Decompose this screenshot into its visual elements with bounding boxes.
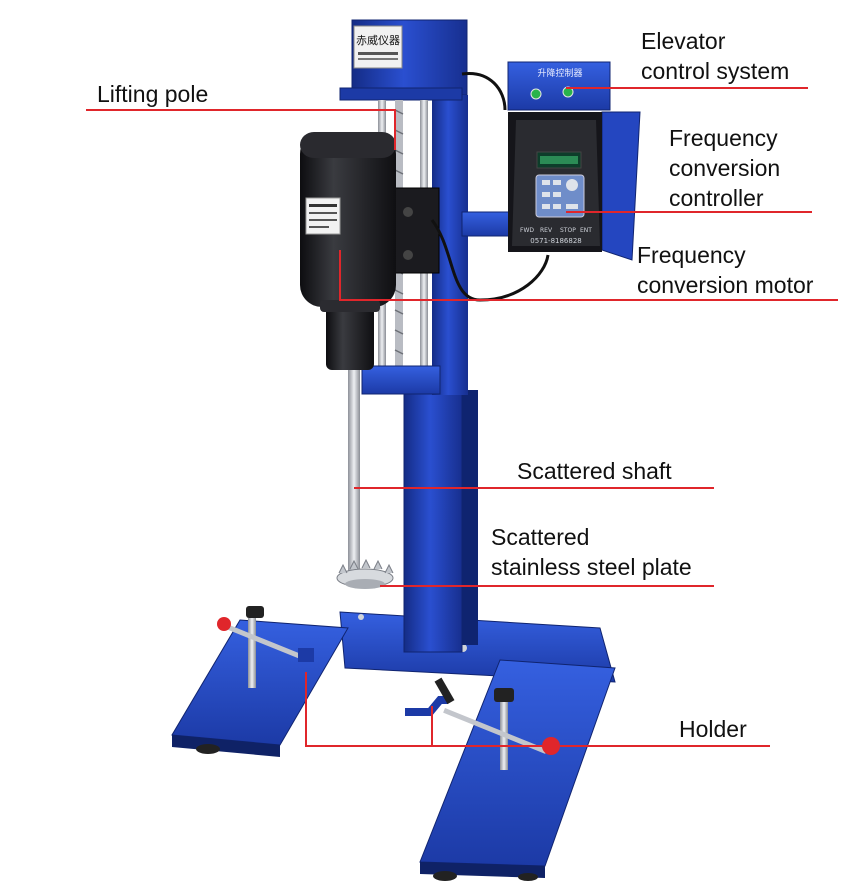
vfd-key-3: STOP xyxy=(560,227,576,234)
label-plate-line2: stainless steel plate xyxy=(491,554,692,580)
label-holder: Holder xyxy=(679,716,747,742)
label-freq-ctrl-line3: controller xyxy=(669,185,764,211)
leader-lines xyxy=(86,87,838,747)
label-freq-ctrl-line1: Frequency xyxy=(669,125,778,151)
panel-title: 升降控制器 xyxy=(537,67,582,79)
leader-holder xyxy=(305,672,770,747)
label-lifting-pole: Lifting pole xyxy=(97,81,209,107)
label-elevator-line2: control system xyxy=(641,58,790,84)
clamp-knob-left xyxy=(246,606,264,618)
vfd-key-1: FWD xyxy=(520,227,534,234)
holder-left xyxy=(217,606,314,688)
scattered-shaft xyxy=(348,370,360,580)
frequency-conversion-motor xyxy=(300,132,396,370)
label-elevator-line1: Elevator xyxy=(641,28,726,54)
label-freq-ctrl-line2: conversion xyxy=(669,155,781,181)
vfd-key-4: ENT xyxy=(580,227,592,234)
label-freq-motor-line2: conversion motor xyxy=(637,272,814,298)
elevator-control-box: 升降控制器 xyxy=(507,61,641,261)
vfd-key-2: REV xyxy=(540,227,553,234)
vfd-phone: 0571-8186828 xyxy=(530,237,582,245)
red-knob-left xyxy=(217,617,231,631)
leader-lifting-pole xyxy=(86,109,396,150)
scattered-stainless-steel-plate xyxy=(336,558,394,589)
label-freq-motor-line1: Frequency xyxy=(637,242,746,268)
label-scattered-shaft: Scattered shaft xyxy=(517,458,672,484)
label-plate-line1: Scattered xyxy=(491,524,590,550)
nameplate-text: 赤威仪器 xyxy=(356,34,400,47)
leader-motor xyxy=(339,250,838,301)
frequency-conversion-controller: FWD REV STOP ENT 0571-8186828 xyxy=(508,112,602,252)
holder-right xyxy=(405,677,560,770)
clamp-knob-right xyxy=(494,688,514,702)
